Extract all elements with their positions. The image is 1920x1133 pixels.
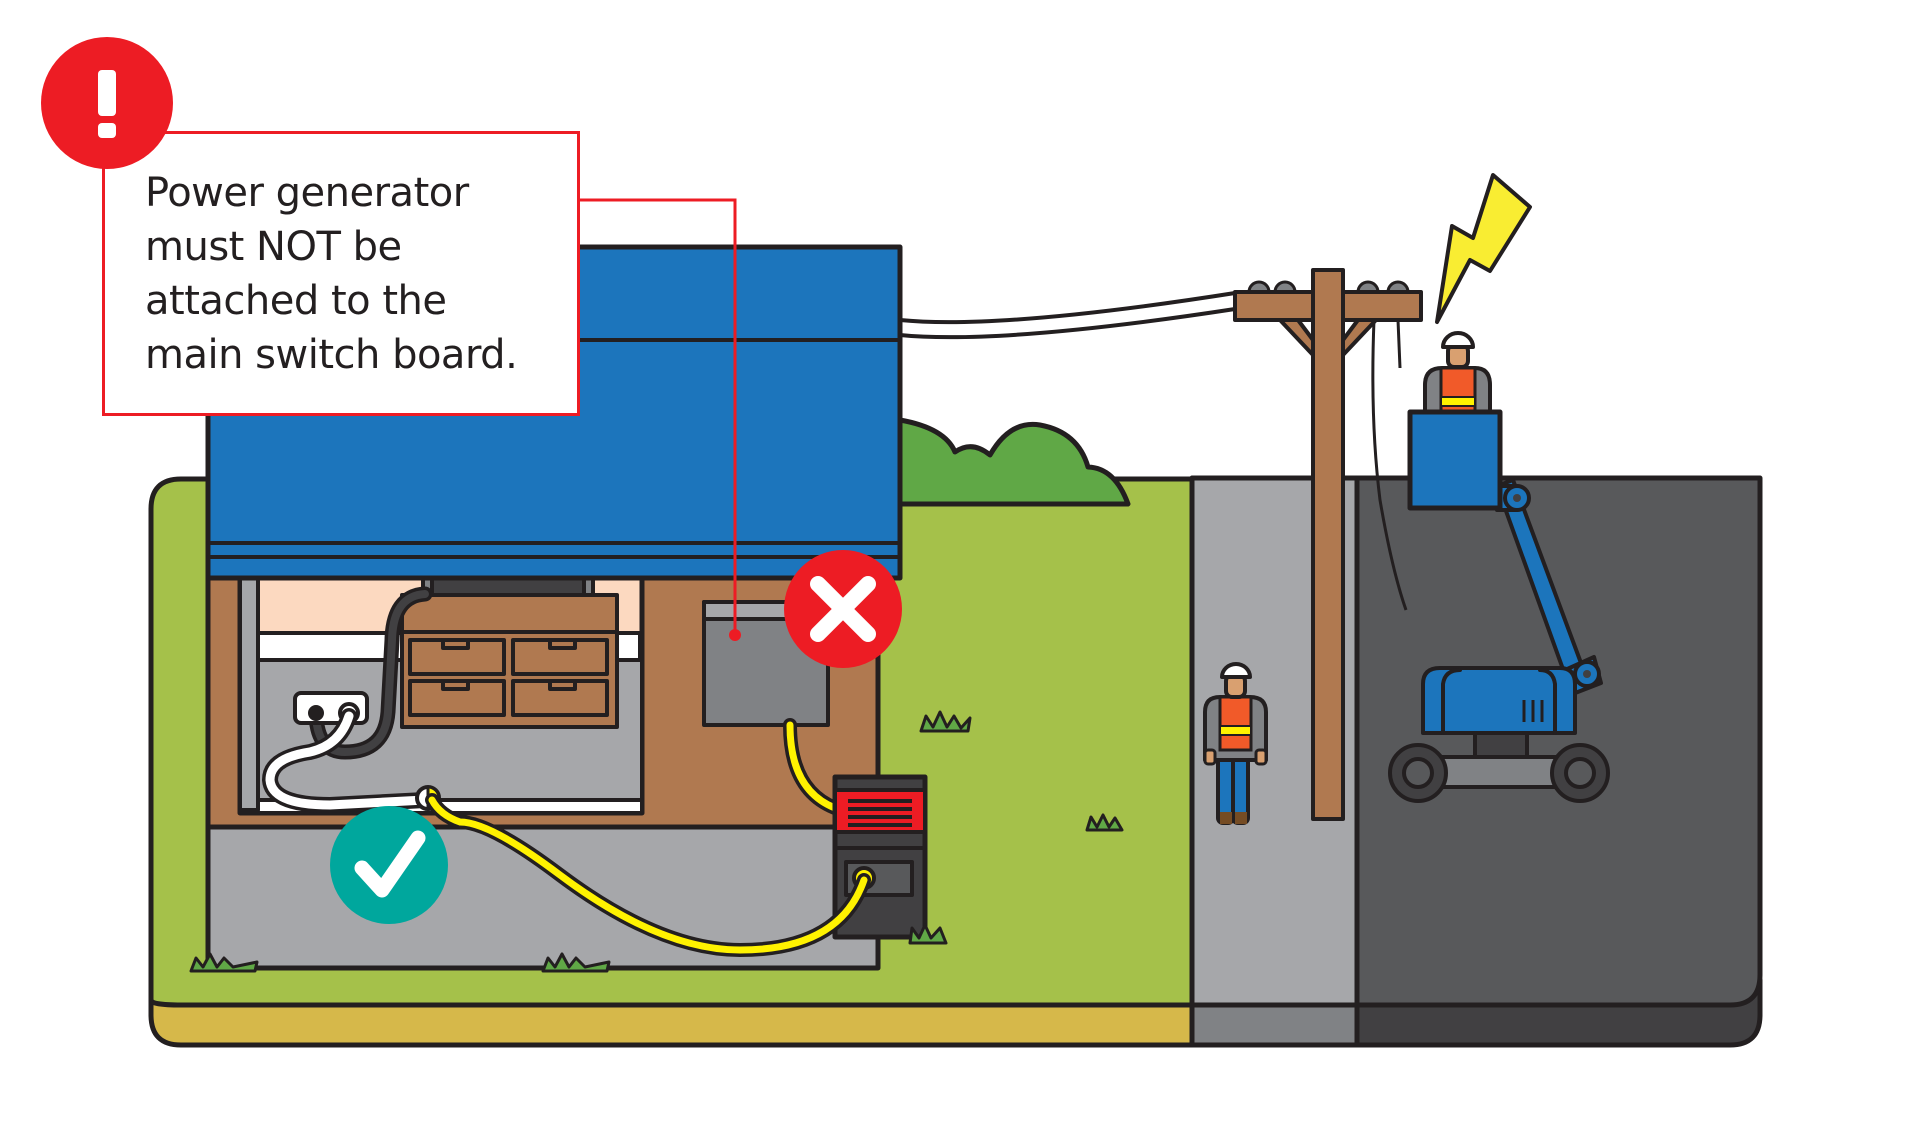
callout-line: main switch board. — [145, 332, 518, 378]
exclamation-dot — [98, 123, 116, 138]
callout-line: must NOT be — [145, 224, 402, 270]
grass-tufts — [189, 710, 1124, 973]
boom-lift — [1388, 478, 1610, 803]
downed-wire — [1371, 319, 1408, 611]
grass-tuft — [541, 952, 611, 973]
lift-wheel — [1550, 743, 1610, 803]
grass-tuft — [1085, 813, 1124, 832]
lightning-bolt-icon — [1435, 173, 1532, 324]
grass-tuft — [908, 923, 948, 945]
grass-tuft — [189, 952, 259, 973]
road — [1354, 475, 1763, 1008]
grass-tuft — [919, 710, 972, 733]
exclamation-bar — [98, 70, 116, 116]
lift-pedestal — [1473, 731, 1529, 759]
bush — [897, 417, 1131, 507]
callout-text: Power generator must NOT be attached to … — [145, 166, 565, 382]
lineworker-on-sidewalk — [1203, 662, 1268, 825]
exclamation-alert-icon — [41, 37, 173, 169]
checkmark-icon — [330, 806, 448, 924]
bucket — [1407, 409, 1503, 511]
room-pillar — [238, 576, 260, 812]
utility-pole — [1233, 268, 1423, 821]
power-lines — [899, 291, 1408, 611]
callout-box — [102, 131, 580, 416]
lineworker-in-bucket — [1407, 331, 1503, 511]
x-cross-icon — [784, 550, 902, 668]
lift-wheel — [1388, 743, 1448, 803]
tv-cabinet — [400, 593, 619, 729]
dangling-wire — [1396, 319, 1402, 369]
callout-leader-line — [580, 198, 737, 635]
callout-line: Power generator — [145, 170, 469, 216]
callout-line: attached to the — [145, 278, 447, 324]
callout-leader-dot — [729, 629, 741, 641]
